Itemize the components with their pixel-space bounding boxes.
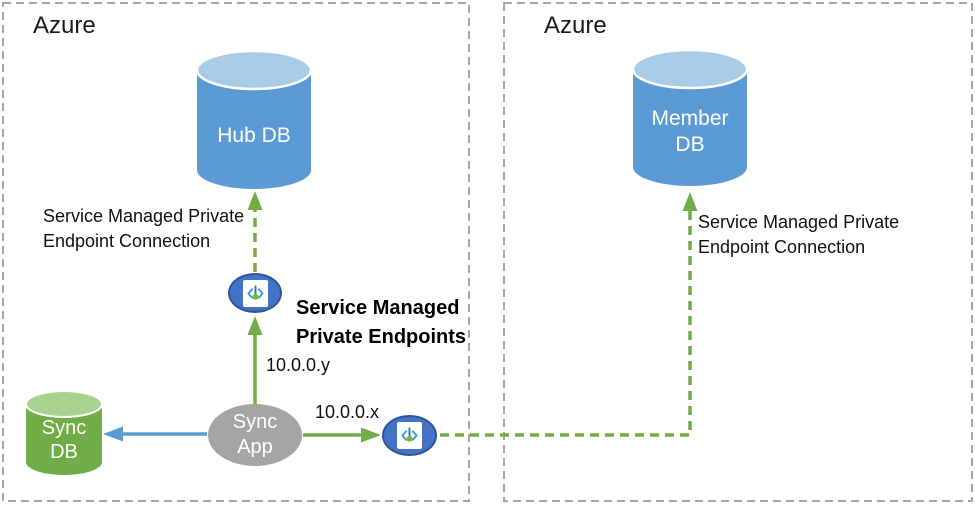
private-endpoint-icon bbox=[397, 422, 422, 449]
azure-region-right-title: Azure bbox=[544, 12, 607, 39]
right-connection-label: Service Managed Private Endpoint Connect… bbox=[698, 210, 899, 260]
sync-db-label-line2: DB bbox=[50, 441, 78, 463]
endpoints-title-line2: Private Endpoints bbox=[296, 326, 467, 348]
sync-db-label: Sync DB bbox=[25, 390, 103, 484]
left-connection-label: Service Managed Private Endpoint Connect… bbox=[43, 204, 244, 254]
sync-app-label-line2: App bbox=[237, 436, 273, 458]
sync-db-node: Sync DB bbox=[25, 390, 103, 478]
member-db-label-line1: Member bbox=[651, 107, 729, 130]
hub-db-label-text: Hub DB bbox=[217, 124, 291, 147]
endpoints-title: Service Managed Private Endpoints bbox=[296, 294, 466, 352]
arrow-endpoint2-to-memberdb bbox=[440, 210, 692, 437]
sync-app-label-line1: Sync bbox=[232, 411, 278, 433]
database-cylinder-icon bbox=[632, 49, 748, 186]
arrowhead-syncdb bbox=[103, 426, 123, 442]
left-connection-line2: Endpoint Connection bbox=[43, 231, 211, 251]
private-endpoint-member bbox=[382, 415, 437, 456]
arrowhead-memberdb bbox=[682, 192, 698, 211]
arrowhead-endpoint2 bbox=[361, 427, 381, 443]
arrowhead-hubdb bbox=[247, 191, 263, 210]
arrowhead-endpoint1 bbox=[247, 316, 263, 335]
right-connection-line1: Service Managed Private bbox=[698, 212, 900, 232]
hub-db-node: Hub DB bbox=[196, 50, 312, 190]
database-cylinder-icon bbox=[25, 390, 103, 475]
database-cylinder-icon bbox=[196, 50, 312, 189]
left-connection-line1: Service Managed Private bbox=[43, 206, 245, 226]
member-db-label-line2: DB bbox=[675, 133, 705, 156]
private-endpoint-hub bbox=[228, 273, 282, 313]
sync-db-label-line1: Sync bbox=[41, 417, 87, 439]
azure-region-left-title: Azure bbox=[33, 12, 96, 39]
azure-region-right-border bbox=[503, 2, 973, 502]
azure-region-left-border bbox=[2, 2, 470, 502]
member-db-node: Member DB bbox=[632, 49, 748, 187]
ip-label-member: 10.0.0.x bbox=[315, 402, 380, 422]
endpoints-title-line1: Service Managed bbox=[296, 297, 460, 319]
ip-label-hub: 10.0.0.y bbox=[266, 355, 331, 375]
private-endpoint-icon bbox=[242, 279, 268, 307]
sync-app-node: Sync App bbox=[208, 404, 302, 466]
hub-db-label: Hub DB bbox=[196, 50, 312, 206]
member-db-label: Member DB bbox=[632, 49, 748, 201]
right-connection-line2: Endpoint Connection bbox=[698, 237, 866, 257]
